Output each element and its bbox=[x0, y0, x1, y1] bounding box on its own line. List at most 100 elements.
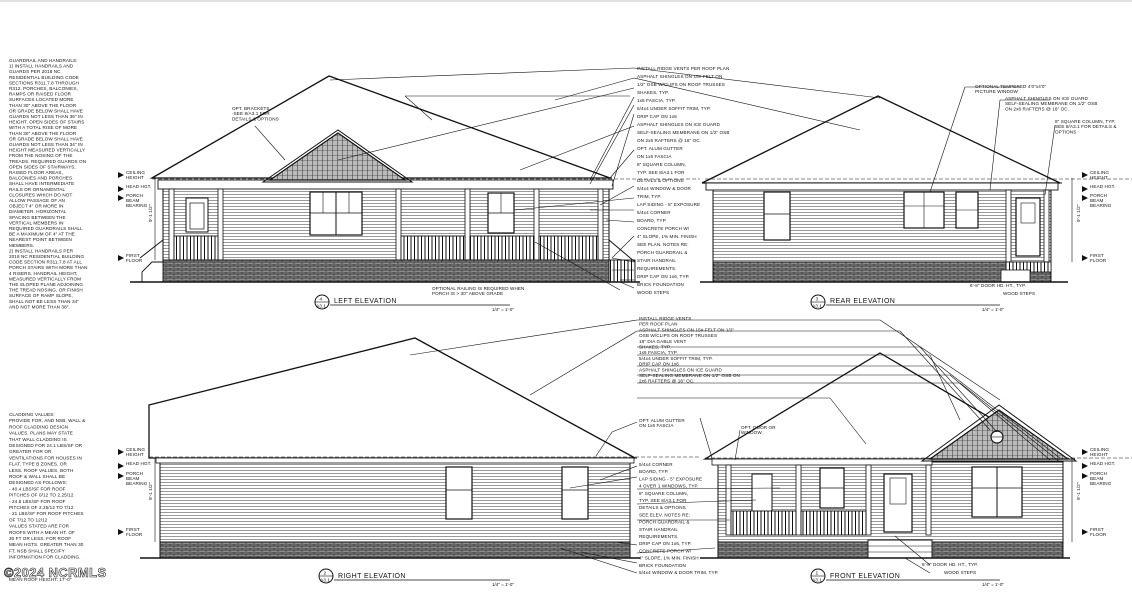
top-callout-line: ASPHALT SHINGLES ON ICE GUARD bbox=[637, 122, 720, 127]
cladding-note-line: ROOF CLADDING DESIGN bbox=[9, 424, 68, 429]
cladding-note-line: PROVIDE FOR, AND NSB, WALL & bbox=[9, 418, 85, 423]
cladding-note-line: ROOF & WALL SHALL BE bbox=[9, 474, 65, 479]
guardrail-note-line: CODE SECTION R311.7.8 AT ALL bbox=[9, 260, 82, 265]
top-callout-line: TYP. SEE 8/A3.1 FOR bbox=[637, 170, 685, 175]
guardrail-note-line: BE A MAXIMUM OF 4" AT THE bbox=[9, 232, 75, 237]
svg-text:1/4" = 1'-0": 1/4" = 1'-0" bbox=[982, 582, 1004, 587]
svg-text:BEAM: BEAM bbox=[1090, 476, 1103, 481]
guardrail-note-line: R312. PORCHES, BALCONIES, bbox=[9, 86, 78, 91]
cladding-note-line: THAT WALL CLADDING IS bbox=[9, 437, 67, 442]
left-elevation-title: LEFT ELEVATION bbox=[334, 298, 397, 305]
cladding-note-line: - 24.8 LBS/SF FOR ROOF bbox=[9, 499, 66, 504]
svg-text:3: 3 bbox=[816, 297, 819, 303]
title-left: 4 A3.1 LEFT ELEVATION 1/4" = 1'-0" bbox=[314, 294, 514, 312]
top-callout-line: INSTALL RIDGE VENTS PER ROOF PLAN bbox=[637, 66, 729, 71]
svg-text:PORCH: PORCH bbox=[126, 471, 143, 476]
right-roof bbox=[148, 337, 636, 459]
rear-column-callout-line: 8" SQUARE COLUMN, TYP. bbox=[1055, 119, 1115, 124]
lower-callout-line: 4 OVER 1 WINDOWS, TYP. bbox=[639, 484, 698, 489]
svg-text:1/4" = 1'-0": 1/4" = 1'-0" bbox=[982, 307, 1004, 312]
guardrail-note-line: MEMBERS. bbox=[9, 243, 34, 248]
svg-text:BEARING: BEARING bbox=[1090, 481, 1112, 486]
svg-text:CEILING: CEILING bbox=[126, 170, 145, 175]
railing-callout-line: OPTIONAL RAILING IS REQUIRED WHEN bbox=[432, 286, 524, 291]
top-callout-line: ON 1x6 FASCIA bbox=[637, 154, 672, 159]
svg-text:PORCH: PORCH bbox=[1090, 193, 1107, 198]
svg-text:FIRST: FIRST bbox=[1090, 527, 1104, 532]
dim-front: 9'-1 1/2" bbox=[1076, 482, 1082, 500]
guardrail-notes: GUARDRAIL AND HANDRAILS:1) INSTALL HANDR… bbox=[9, 58, 87, 309]
top-callout-line: TRIM, TYP. bbox=[637, 194, 661, 199]
lower-callout-line: 4" SLOPE, 1% MIN. FINISH bbox=[639, 556, 699, 561]
rear-shingles-callout-line: ASPHALT SHINGLES ON ICE GUARD bbox=[1005, 96, 1088, 101]
top-callouts: INSTALL RIDGE VENTS PER ROOF PLAN ASPHALT… bbox=[232, 66, 1116, 296]
svg-text:HEAD HGT.: HEAD HGT. bbox=[1090, 461, 1115, 466]
brackets-callout-line: DETAILS & OPTIONS bbox=[232, 116, 279, 121]
guardrail-note-line: HEIGHT MEASURED VERTICALLY bbox=[9, 148, 85, 153]
guardrail-note-line: AND NOT MORE THAN 38". bbox=[9, 304, 70, 309]
guardrail-note-line: GUARDS NOT LESS THAN 34" IN bbox=[9, 142, 83, 147]
svg-text:BEAM: BEAM bbox=[126, 198, 139, 203]
top-callout-line: 5/4x4 UNDER SOFFIT TRIM, TYP. bbox=[637, 106, 711, 111]
guardrail-note-line: GUARDS PER 2018 NC bbox=[9, 69, 61, 74]
cladding-note-line: GREATER FOR OR bbox=[9, 449, 52, 454]
guardrail-note-line: SPACING BETWEEN THE bbox=[9, 215, 66, 220]
top-callout-line: STAIR HANDRAIL bbox=[637, 258, 676, 263]
guardrail-note-line: GUARDS NOT LESS THAN 36" IN bbox=[9, 114, 83, 119]
door-window-callout-line: WINDOW bbox=[741, 430, 762, 435]
head-tag-rear: HEAD HGT. bbox=[1082, 184, 1115, 192]
gutter-callout-line: ON 1x6 FASCIA bbox=[639, 423, 674, 428]
svg-text:CEILING: CEILING bbox=[126, 447, 145, 452]
top-callout-line: 1x6 FASCIA, TYP. bbox=[637, 98, 676, 103]
cladding-note-line: VALUES. PLANS MAY STATE bbox=[9, 431, 73, 436]
top-callout-line: LAP SIDING - 5" EXPOSURE bbox=[637, 202, 700, 207]
dim-left: 9'-1 1/2" bbox=[148, 204, 154, 222]
guardrail-note-line: DIAMETER. HORIZONTAL bbox=[9, 209, 67, 214]
top-callout-line: 8" SQUARE COLUMN, bbox=[637, 162, 686, 167]
svg-text:BEARING: BEARING bbox=[1090, 203, 1112, 208]
svg-text:FIRST: FIRST bbox=[126, 253, 140, 258]
svg-text:BEARING: BEARING bbox=[126, 481, 148, 486]
top-callout-line: BOARD, TYP. bbox=[637, 218, 667, 223]
bottom-callout-line: OSB W/CLIPS ON ROOF TRUSSES bbox=[639, 333, 717, 338]
bottom-callout-line: SELF-SEALING MEMBRANE ON 1/2" OSB ON bbox=[639, 373, 740, 378]
lower-callout-line: BRICK FOUNDATION bbox=[639, 563, 686, 568]
bottom-callout-line: 5/4x4 UNDER SOFFIT TRIM, TYP. bbox=[639, 356, 713, 361]
title-front: 1 A3.1 FRONT ELEVATION 1/4" = 1'-0" bbox=[810, 568, 1004, 587]
top-callout-line: DRIP CAP ON 1x6, TYP. bbox=[637, 274, 690, 279]
head-tag-left: HEAD HGT. bbox=[118, 184, 151, 192]
guardrail-note-line: THAN 30" ABOVE THE FLOOR bbox=[9, 131, 77, 136]
top-callout-line: ASPHALT SHINGLES ON 15# FELT ON bbox=[637, 74, 722, 79]
svg-text:FIRST: FIRST bbox=[1090, 253, 1104, 258]
svg-text:FLOOR: FLOOR bbox=[126, 258, 143, 263]
guardrail-note-line: NEAREST POINT BETWEEN bbox=[9, 237, 72, 242]
railing-callout-line: PORCH IS > 30" ABOVE GRADE bbox=[432, 291, 503, 296]
lower-callout-line: 8" SQUARE COLUMN, bbox=[639, 491, 688, 496]
svg-text:2: 2 bbox=[324, 571, 327, 577]
head-tag-front: HEAD HGT. bbox=[1082, 461, 1115, 469]
guardrail-note-line: CLOSURES WHICH DO NOT bbox=[9, 192, 72, 197]
cladding-note-line: FT, NSB SHALL SPECIFY bbox=[9, 548, 65, 553]
bottom-callout-line: DRIP CAP ON 1x6 bbox=[639, 362, 679, 367]
bottom-callout-line: PER ROOF PLAN bbox=[639, 322, 678, 327]
guardrail-note-line: RESIDENTIAL BUILDING CODE bbox=[9, 75, 79, 80]
lower-callout-line: 5/4x4 CORNER bbox=[639, 462, 673, 467]
guardrail-note-line: SHALL HAVE INTERMEDIATE bbox=[9, 181, 74, 186]
guardrail-note-line: HEIGHT. OPEN SIDES OF STAIRS bbox=[9, 120, 84, 125]
title-rear: 3 A3.1 REAR ELEVATION 1/4" = 1'-0" bbox=[810, 294, 1004, 312]
guardrail-note-line: GUARDRAIL AND HANDRAILS: bbox=[9, 58, 78, 63]
cladding-note-line: DESIGNED AS FOLLOWS: bbox=[9, 480, 67, 485]
right-wall bbox=[159, 461, 631, 543]
svg-text:BEAM: BEAM bbox=[126, 476, 139, 481]
cladding-note-line: - 21 LBS/SF FOR ROOF PITCHES bbox=[9, 511, 84, 516]
lower-callout-line: REQUIREMENTS. bbox=[639, 534, 679, 539]
guardrail-note-line: SURFACES LOCATED MORE bbox=[9, 97, 74, 102]
svg-text:HEIGHT: HEIGHT bbox=[1090, 175, 1108, 180]
dimension-lines: 9'-1 1/2" 9'-1 1/2" 9'-1 1/2" 9'-1 1/2" bbox=[148, 178, 1082, 542]
